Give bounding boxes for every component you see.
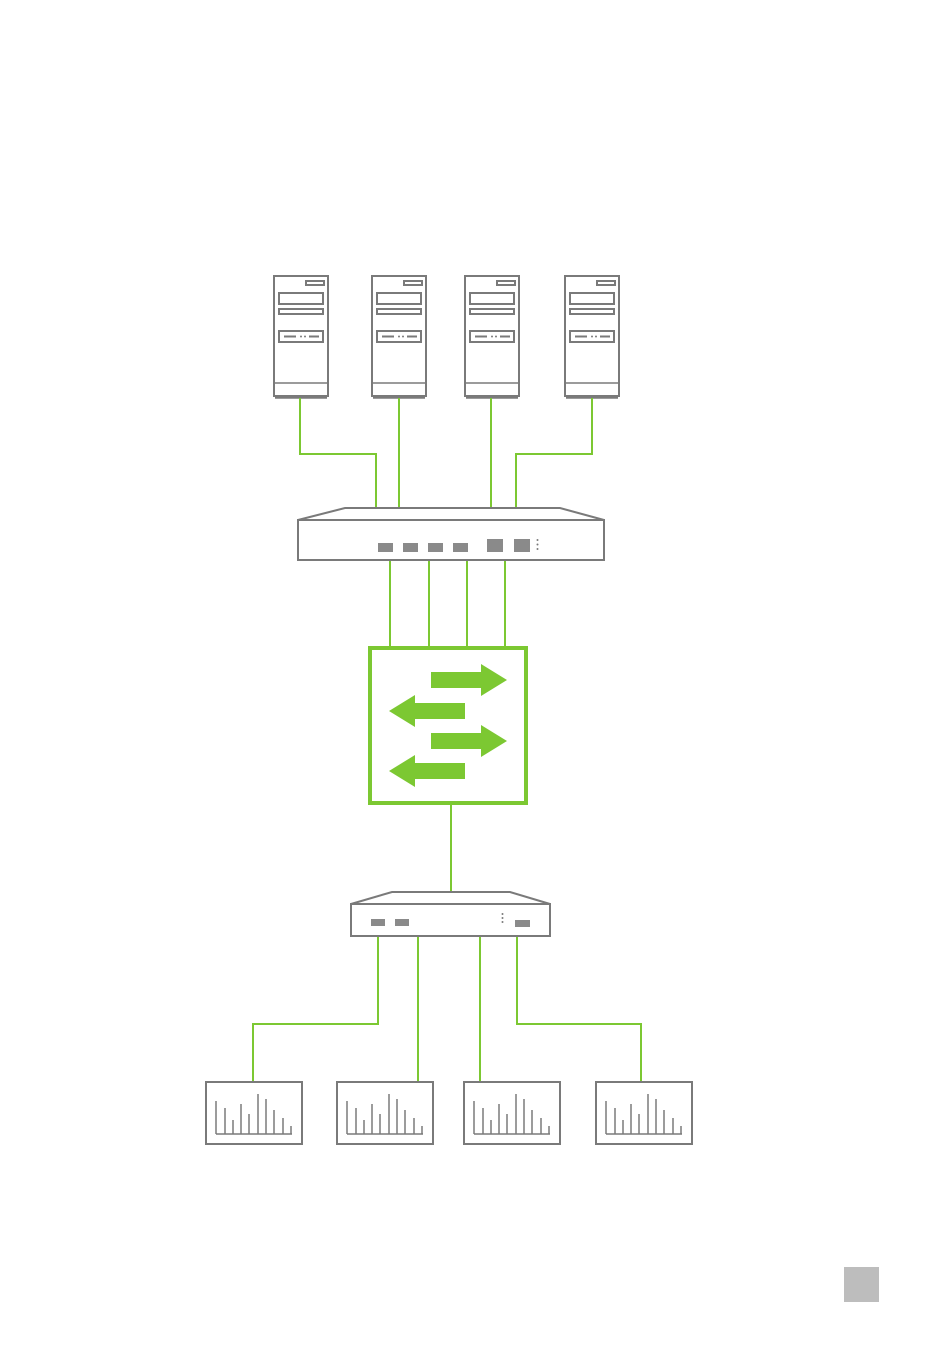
bidirectional-arrows-icon <box>370 648 526 803</box>
bar-chart-monitor-icon <box>596 1082 692 1144</box>
server-tower-icon <box>372 276 426 398</box>
page-marker-icon <box>844 1267 879 1302</box>
bar-chart-monitor-icon <box>206 1082 302 1144</box>
connection-line <box>253 937 378 1082</box>
bar-chart-monitor-icon <box>337 1082 433 1144</box>
connection-line <box>516 398 592 508</box>
connection-line <box>517 937 641 1082</box>
network-switch-icon <box>351 892 550 936</box>
bar-chart-monitor-icon <box>464 1082 560 1144</box>
server-tower-icon <box>465 276 519 398</box>
server-tower-icon <box>274 276 328 398</box>
network-switch-icon <box>298 508 604 560</box>
server-tower-icon <box>565 276 619 398</box>
connection-line <box>300 398 376 508</box>
